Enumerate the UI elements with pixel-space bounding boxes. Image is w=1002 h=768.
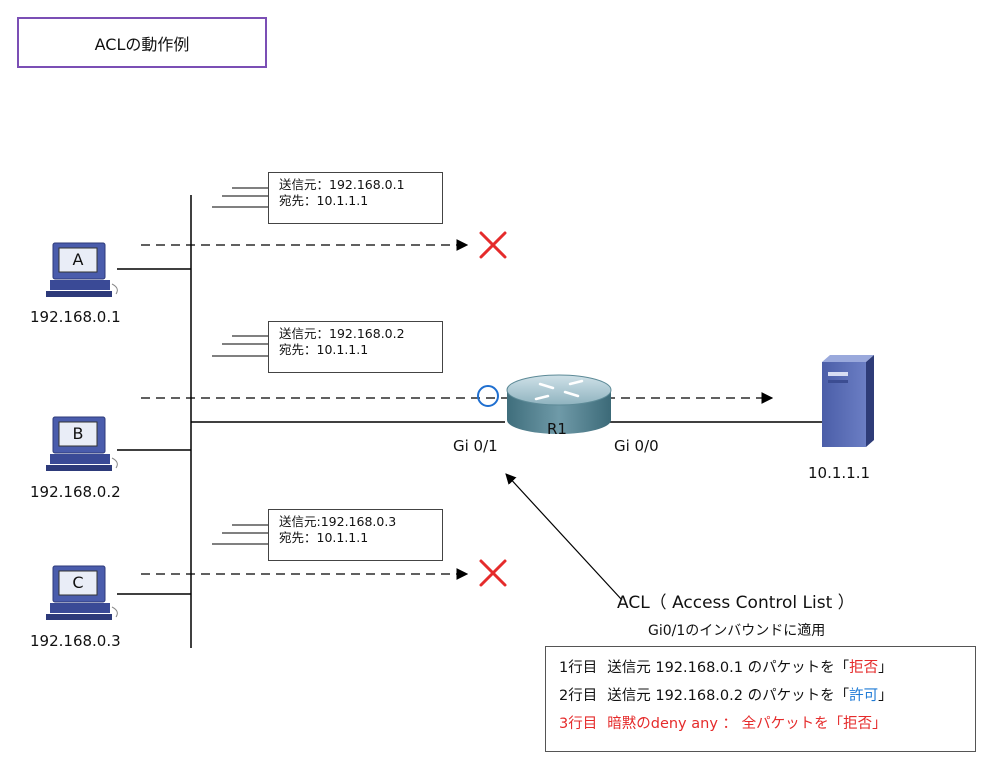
- deny-x-icon-a: [479, 231, 507, 259]
- server-ip: 10.1.1.1: [808, 464, 871, 482]
- acl-pointer-arrow: [505, 473, 623, 601]
- server-icon: [822, 355, 874, 447]
- packet-b-leads: [212, 335, 268, 357]
- host-b-pc-icon: [46, 416, 118, 471]
- host-c-letter: C: [72, 573, 83, 592]
- interface-marker-icon: [477, 385, 499, 407]
- host-a-pc-icon: [46, 242, 118, 297]
- host-c-ip: 192.168.0.3: [30, 632, 121, 650]
- packet-a-header: 送信元：192.168.0.1 宛先：10.1.1.1: [268, 172, 443, 224]
- packet-c-leads: [212, 524, 268, 545]
- host-b-ip: 192.168.0.2: [30, 483, 121, 501]
- acl-rule-text: 送信元 192.168.0.1 のパケットを「: [607, 660, 850, 676]
- acl-rule-text: 暗黙のdeny any ： 全パケットを「: [607, 716, 844, 732]
- host-c-pc-icon: [46, 565, 118, 620]
- packet-a-dst: 宛先：10.1.1.1: [279, 193, 369, 208]
- router-name: R1: [547, 420, 567, 438]
- packet-b-src: 送信元：192.168.0.2: [279, 326, 405, 341]
- host-b-letter: B: [73, 424, 84, 443]
- acl-rule-row: 2行目送信元 192.168.0.2 のパケットを「許可」: [559, 684, 975, 712]
- deny-x-icon-c: [479, 559, 507, 587]
- acl-rule-row: 1行目送信元 192.168.0.1 のパケットを「拒否」: [559, 656, 975, 684]
- acl-subtitle: Gi0/1のインバウンドに適用: [648, 623, 826, 639]
- packet-c-header: 送信元:192.168.0.3 宛先：10.1.1.1: [268, 509, 443, 561]
- packet-c-src: 送信元:192.168.0.3: [279, 514, 397, 529]
- packet-c-dst: 宛先：10.1.1.1: [279, 530, 369, 545]
- host-a-ip: 192.168.0.1: [30, 308, 121, 326]
- packet-a-src: 送信元：192.168.0.1: [279, 177, 405, 192]
- router-port-in: Gi 0/1: [453, 437, 498, 455]
- acl-rule-action: 拒否: [843, 716, 873, 732]
- page-title: ACLの動作例: [17, 17, 267, 68]
- packet-b-dst: 宛先：10.1.1.1: [279, 342, 369, 357]
- acl-rule-close: 」: [872, 716, 887, 732]
- acl-rule-action: 許可: [849, 688, 879, 704]
- acl-rule-close: 」: [878, 688, 893, 704]
- acl-rule-line: 2行目: [559, 688, 598, 704]
- router-port-out: Gi 0/0: [614, 437, 659, 455]
- acl-rule-close: 」: [878, 660, 893, 676]
- acl-rule-table: 1行目送信元 192.168.0.1 のパケットを「拒否」 2行目送信元 192…: [545, 646, 976, 752]
- acl-rule-line: 1行目: [559, 660, 598, 676]
- host-a-letter: A: [73, 250, 84, 269]
- acl-rule-action: 拒否: [849, 660, 879, 676]
- packet-b-header: 送信元：192.168.0.2 宛先：10.1.1.1: [268, 321, 443, 373]
- acl-rule-text: 送信元 192.168.0.2 のパケットを「: [607, 688, 850, 704]
- acl-rule-row: 3行目暗黙のdeny any ： 全パケットを「拒否」: [559, 712, 975, 740]
- acl-title: ACL（ Access Control List ）: [617, 593, 855, 613]
- acl-rule-line: 3行目: [559, 716, 598, 732]
- router-icon: [506, 374, 612, 434]
- packet-a-leads: [212, 187, 268, 208]
